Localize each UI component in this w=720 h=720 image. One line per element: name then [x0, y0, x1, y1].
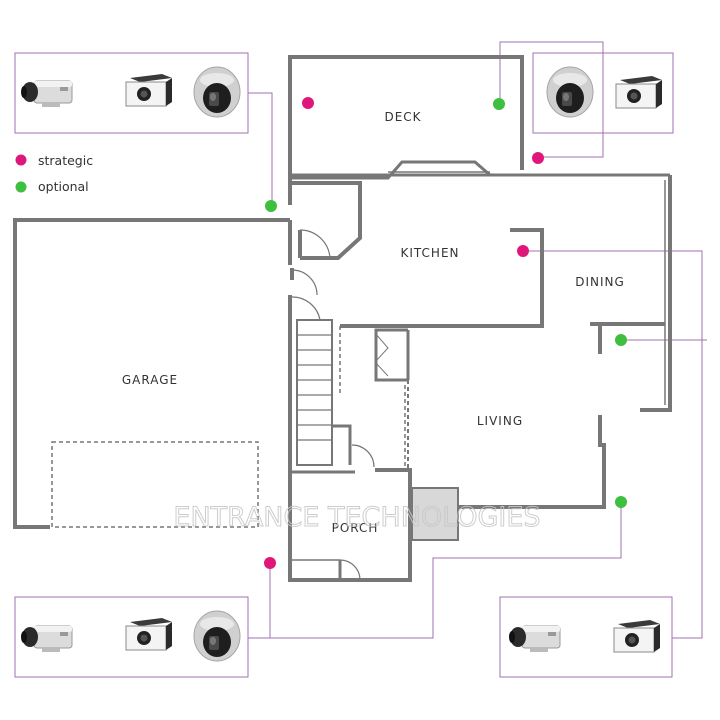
room-label-garage: GARAGE: [122, 373, 178, 387]
legend-strategic-label: strategic: [38, 153, 93, 168]
east-wall: [640, 175, 672, 412]
camera-box-bottom-left: [14, 596, 249, 678]
optional-marker-dining: [615, 334, 627, 346]
dome-camera-icon: [193, 610, 241, 662]
legend-optional-dot: [15, 181, 27, 193]
watermark-text: ENTRANCE TECHNOLOGIES: [173, 502, 540, 533]
camera-box-bottom-right: [499, 596, 673, 678]
legend: strategic optional: [15, 153, 93, 194]
strategic-marker-deck: [302, 97, 314, 109]
block-camera-icon: [613, 619, 661, 653]
connector-deck-strategic: [248, 92, 273, 205]
deck-wall: [288, 55, 524, 205]
camera-markers: [264, 97, 627, 569]
door-swings: [291, 229, 389, 581]
connector-deck-optional: [499, 41, 604, 158]
room-label-deck: DECK: [384, 110, 421, 124]
optional-marker-garage-corner: [265, 200, 277, 212]
block-camera-icon: [125, 617, 173, 651]
room-labels: DECK KITCHEN DINING GARAGE LIVING PORCH: [122, 110, 625, 535]
fireplace: [411, 487, 459, 541]
garage-door-outline: [51, 441, 259, 528]
connector-lines: [248, 41, 707, 639]
garage-wall: [13, 218, 290, 529]
optional-marker-deck: [493, 98, 505, 110]
dashed-openings: [51, 326, 406, 528]
strategic-marker-kitchen: [517, 245, 529, 257]
legend-optional-label: optional: [38, 179, 89, 194]
optional-marker-living: [615, 496, 627, 508]
floor-plan-walls: [13, 55, 672, 582]
connector-kitchen: [523, 250, 703, 639]
kitchen-bay-window: [292, 160, 670, 180]
strategic-marker-deck-east: [532, 152, 544, 164]
room-label-porch: PORCH: [332, 521, 379, 535]
connector-living: [248, 502, 622, 639]
dome-camera-icon: [193, 66, 241, 118]
legend-strategic-dot: [15, 154, 27, 166]
camera-box-top-left: [14, 52, 249, 134]
room-label-kitchen: KITCHEN: [401, 246, 460, 260]
block-camera-icon: [615, 75, 663, 109]
room-label-living: LIVING: [477, 414, 523, 428]
dome-camera-icon: [546, 66, 594, 118]
block-camera-icon: [125, 73, 173, 107]
room-label-dining: DINING: [575, 275, 625, 289]
strategic-marker-porch: [264, 557, 276, 569]
